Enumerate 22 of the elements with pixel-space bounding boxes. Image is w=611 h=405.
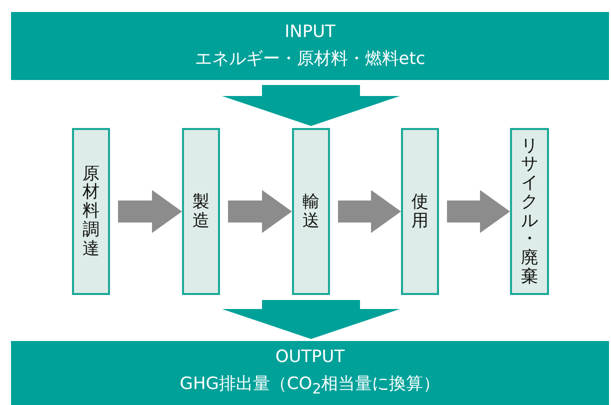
banner-text: GHG排出量（CO$_{2}$相当量に換算） — [180, 374, 440, 398]
banner-heading: OUTPUT — [275, 348, 345, 367]
step-label: 輸送 — [302, 192, 320, 230]
process-box — [292, 128, 330, 295]
process-box — [182, 128, 220, 295]
arrow — [222, 300, 400, 339]
step-label: 原材料調達 — [82, 164, 100, 258]
arrow — [118, 190, 182, 233]
banner-box — [11, 12, 609, 80]
process-box — [72, 128, 110, 295]
banner-box — [11, 341, 609, 405]
banner-text: エネルギー・原材料・燃料etc — [194, 50, 426, 69]
step-label: 使用 — [412, 192, 428, 230]
arrow — [338, 190, 401, 233]
arrow — [447, 190, 510, 233]
process-box — [510, 128, 549, 295]
arrow — [222, 85, 400, 126]
step-label: 製造 — [192, 192, 210, 230]
arrow — [228, 190, 292, 233]
process-box — [401, 128, 439, 295]
step-label: リサイクル・廃棄 — [521, 136, 538, 286]
banner-heading: INPUT — [284, 23, 336, 42]
